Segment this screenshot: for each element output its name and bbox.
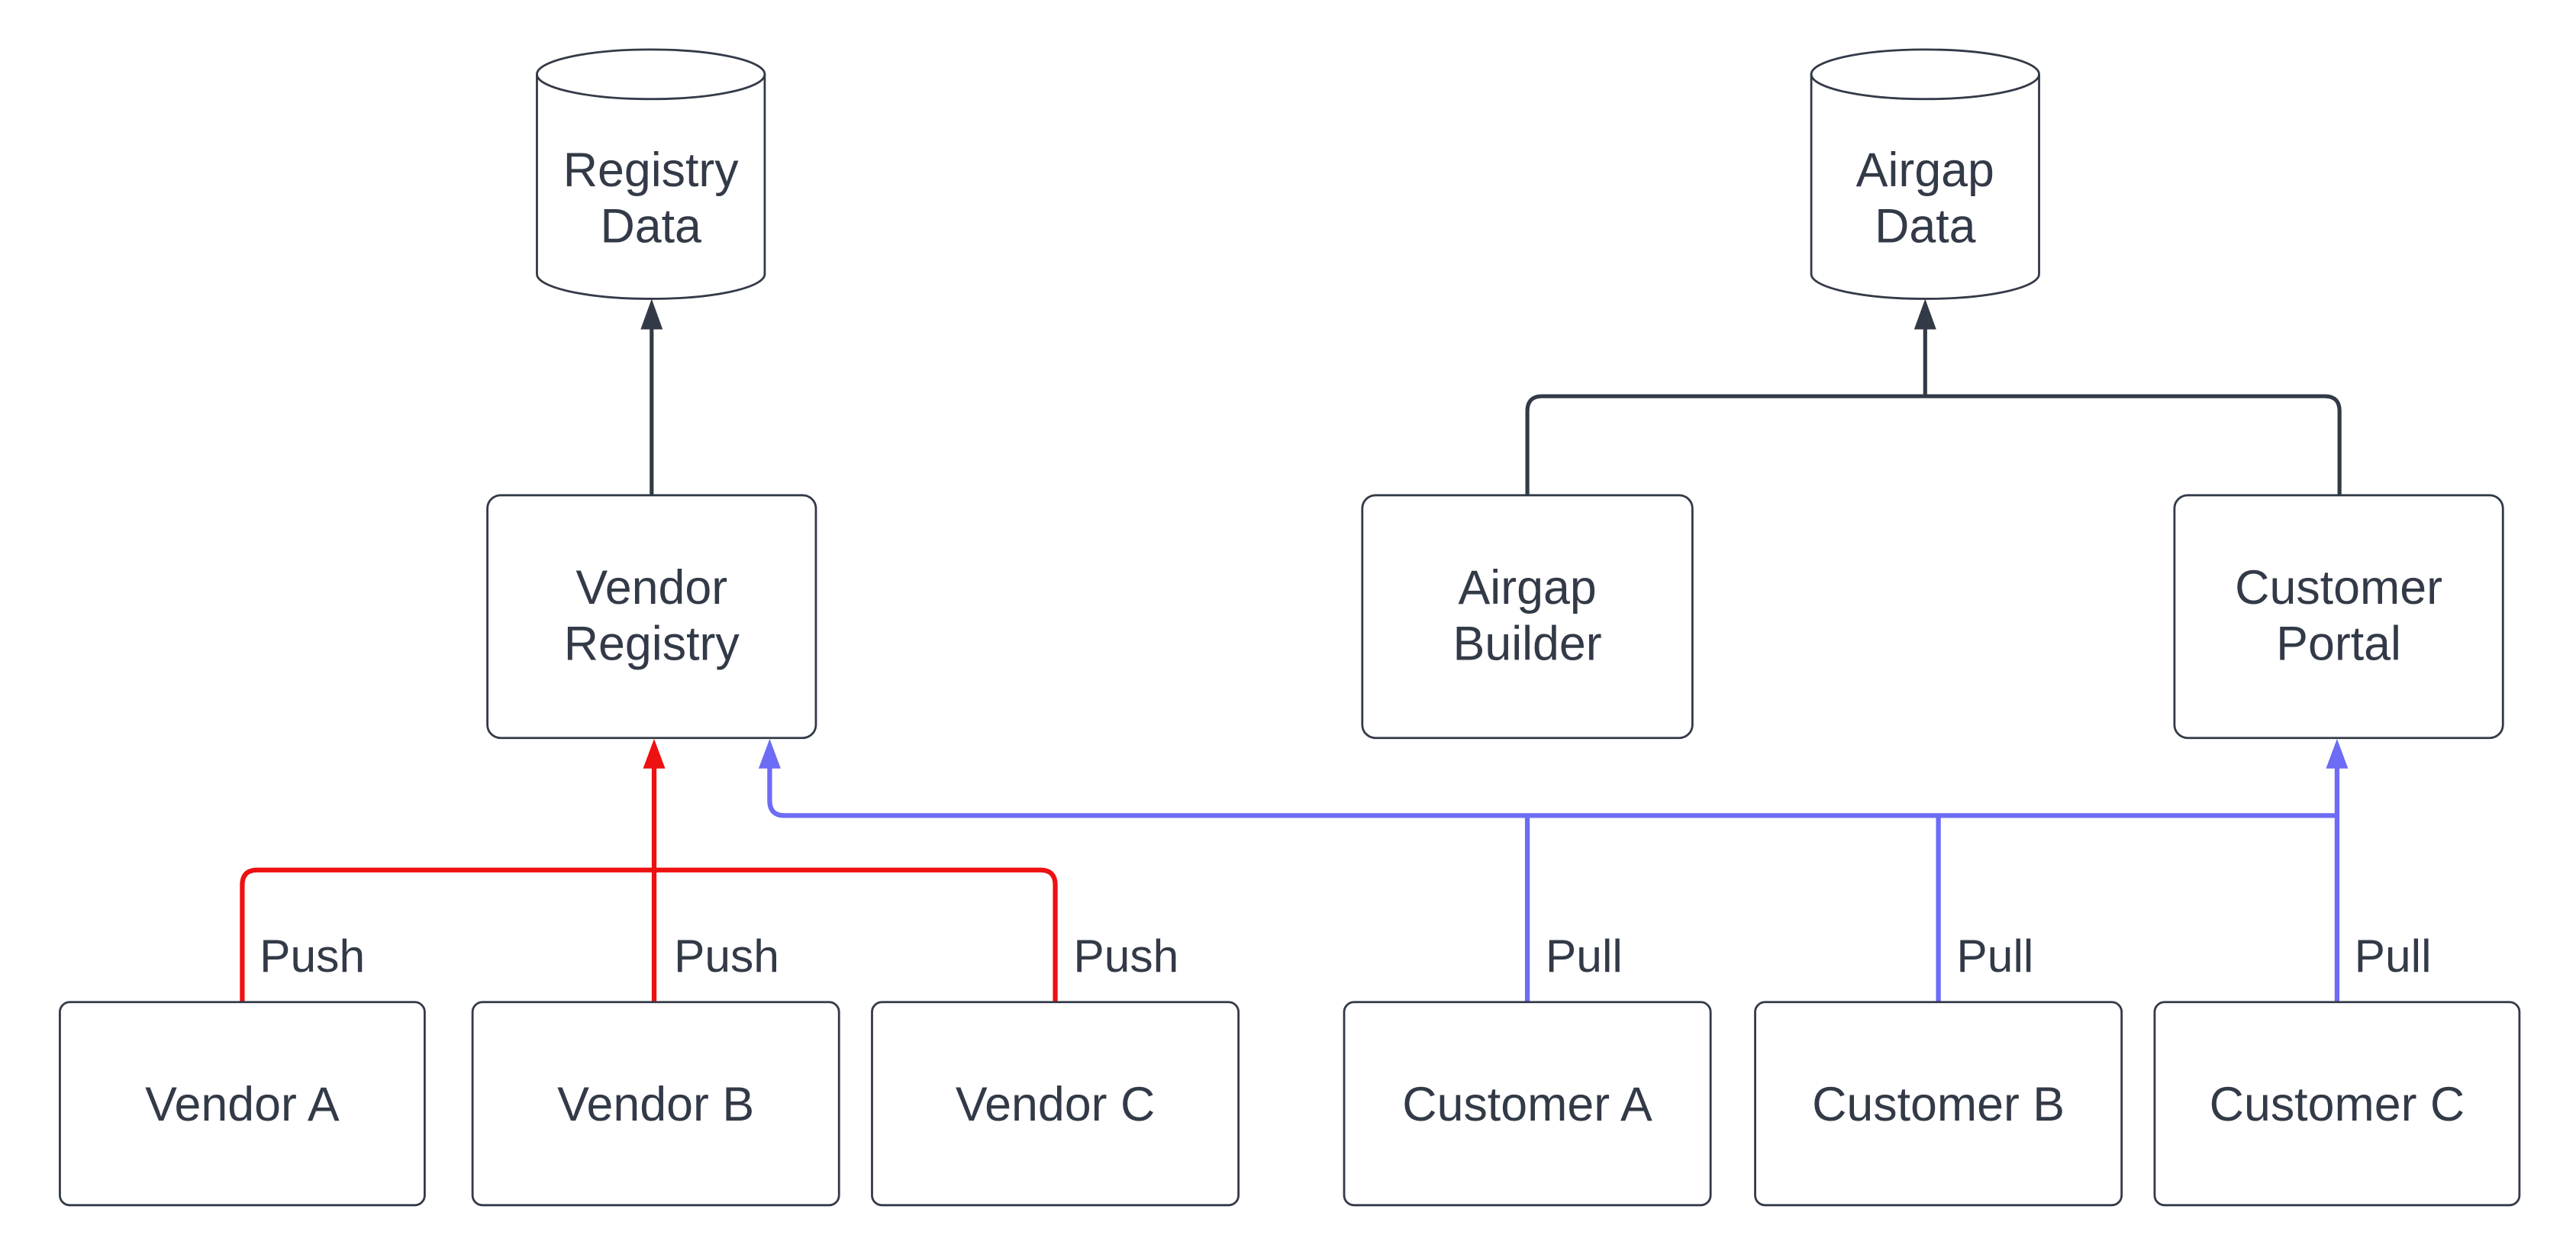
node-label: Customer B [1812, 1078, 2065, 1131]
edge-label-pull-a: Pull [1546, 930, 1623, 982]
edge-label-pull-b: Pull [1956, 930, 2033, 982]
node-label: Vendor A [145, 1078, 340, 1131]
node-label: Portal [2276, 617, 2401, 670]
arrowhead-up-icon [758, 738, 781, 769]
box [59, 1001, 426, 1207]
node-vendor-registry: Vendor Registry [486, 494, 817, 740]
box [471, 1001, 840, 1207]
box [2173, 494, 2504, 740]
box [1361, 494, 1694, 740]
node-vendor-b: Vendor B [471, 1001, 840, 1207]
node-vendor-c: Vendor C [871, 1001, 1240, 1207]
edge-customers-pull-lines [758, 738, 2349, 1002]
arrowhead-up-icon [643, 738, 666, 769]
edge-line [767, 764, 2340, 1002]
node-customer-a: Customer A [1343, 1001, 1712, 1207]
node-label: Vendor C [956, 1078, 1155, 1131]
node-label: Vendor B [557, 1078, 754, 1131]
node-label: Customer C [2210, 1078, 2465, 1131]
box [1754, 1001, 2123, 1207]
node-label: Builder [1453, 617, 1602, 670]
node-customer-portal: Customer Portal [2173, 494, 2504, 740]
edge-vendor-registry-to-registry-data [640, 298, 663, 495]
edge-line [1525, 327, 2342, 495]
node-customer-c: Customer C [2153, 1001, 2521, 1207]
node-label: Customer [2235, 561, 2442, 614]
box [1343, 1001, 1712, 1207]
node-label: Registry [564, 617, 740, 670]
arrowhead-up-icon [640, 298, 663, 330]
node-label: Registry [563, 144, 740, 197]
node-airgap-data: Airgap Data [1810, 48, 2040, 300]
edge-vendors-push-to-vendor-registry [240, 738, 1058, 1002]
cylinder-body [536, 74, 766, 300]
edge-builder-and-portal-to-airgap-data [1525, 298, 2342, 495]
edge-label-push-a: Push [260, 930, 365, 982]
node-label: Airgap [1856, 144, 1994, 197]
node-airgap-builder: Airgap Builder [1361, 494, 1694, 740]
node-registry-data: Registry Data [536, 48, 766, 300]
box [486, 494, 817, 740]
edge-label-push-c: Push [1073, 930, 1178, 982]
edge-line [240, 764, 1058, 1002]
edge-label-pull-c: Pull [2355, 930, 2432, 982]
cylinder-top [536, 48, 766, 101]
node-label: Data [1875, 199, 1976, 253]
node-label: Vendor [575, 561, 727, 614]
node-label: Data [600, 199, 701, 253]
cylinder-top [1810, 48, 2040, 101]
arrowhead-up-icon [2326, 738, 2349, 769]
arrowhead-up-icon [1913, 298, 1936, 330]
node-vendor-a: Vendor A [59, 1001, 426, 1207]
node-customer-b: Customer B [1754, 1001, 2123, 1207]
edge-label-push-b: Push [674, 930, 779, 982]
node-label: Airgap [1458, 561, 1596, 614]
cylinder-body [1810, 74, 2040, 300]
node-label: Customer A [1402, 1078, 1652, 1131]
box [871, 1001, 1240, 1207]
box [2153, 1001, 2521, 1207]
